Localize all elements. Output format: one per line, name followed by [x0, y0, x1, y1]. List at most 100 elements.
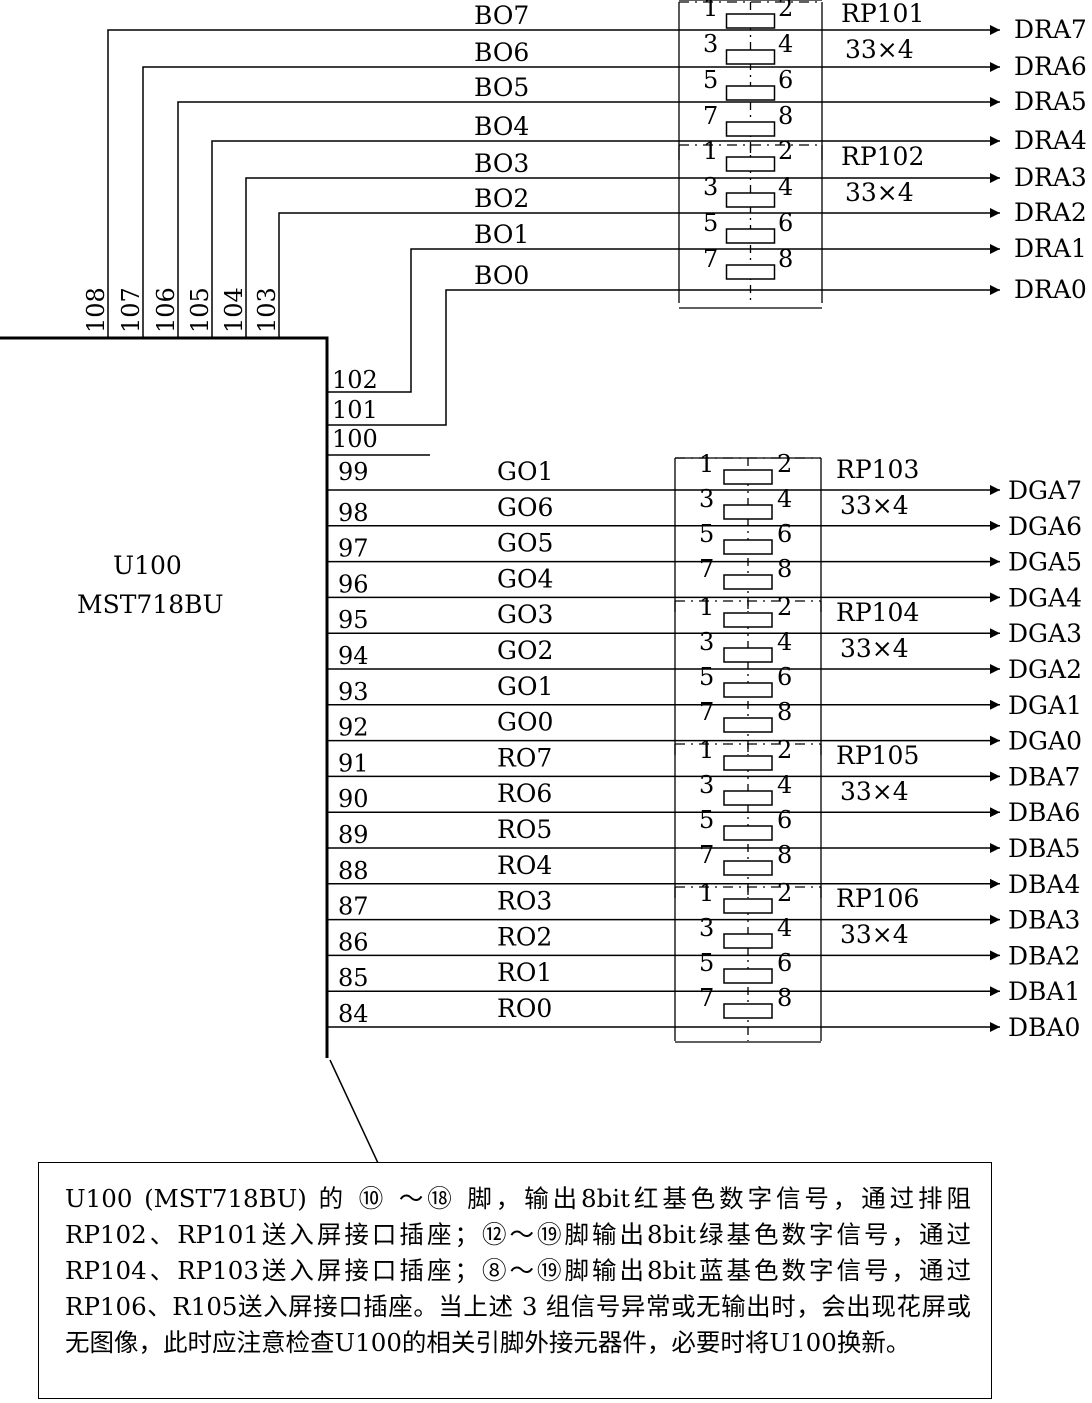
resistor-element: [723, 933, 773, 949]
explanation-note: U100 (MST718BU) 的 ⑩ ～⑱ 脚，输出8bit红基色数字信号，通…: [38, 1162, 992, 1399]
pack-ref-label: RP101: [841, 0, 924, 28]
resistor-element: [725, 264, 776, 280]
output-label: DBA3: [1008, 906, 1080, 935]
pack-pin-number: 8: [778, 102, 793, 130]
pack-pin-number: 1: [703, 137, 718, 165]
pack-pin-number: 6: [777, 663, 792, 691]
signal-label: RO5: [497, 815, 552, 844]
output-label: DBA5: [1008, 834, 1080, 863]
resistor-element: [723, 717, 773, 733]
resistor-element: [725, 156, 776, 172]
pack-pin-number: 5: [699, 949, 714, 977]
pin-number: 94: [338, 642, 369, 670]
signal-label: BO3: [474, 149, 529, 178]
pin-number: 86: [338, 928, 369, 956]
pack-pin-number: 1: [699, 736, 714, 764]
pack-value-label: 33×4: [840, 634, 909, 663]
pin-number: 99: [338, 458, 369, 486]
pack-pin-number: 3: [699, 914, 714, 942]
pack-pin-number: 8: [777, 698, 792, 726]
pack-pin-number: 7: [699, 841, 714, 869]
resistor-element: [725, 85, 776, 101]
pack-ref-label: RP102: [841, 142, 924, 171]
resistor-element: [725, 192, 776, 208]
pack-pin-number: 7: [703, 102, 718, 130]
pack-pin-number: 8: [777, 555, 792, 583]
signal-label: RO6: [497, 779, 552, 808]
signal-wire-bo5: [177, 97, 1000, 338]
signal-label: RO3: [497, 887, 552, 916]
signal-label: GO0: [497, 708, 553, 737]
pack-pin-number: 6: [777, 520, 792, 548]
signal-label: RO1: [497, 958, 552, 987]
pin-number: 95: [338, 606, 369, 634]
output-label: DGA2: [1008, 655, 1082, 684]
resistor-element: [723, 647, 773, 663]
output-label: DRA6: [1014, 52, 1087, 81]
pack-value-label: 33×4: [840, 777, 909, 806]
pin-number: 96: [338, 570, 369, 598]
pin-number: 97: [338, 535, 369, 563]
pack-pin-number: 2: [778, 137, 793, 165]
pack-pin-number: 5: [703, 209, 718, 237]
signal-label: BO6: [474, 38, 529, 67]
output-label: DBA7: [1008, 762, 1080, 791]
signal-wire-bo2: [278, 208, 1000, 338]
pack-value-label: 33×4: [845, 35, 914, 64]
output-label: DBA1: [1008, 977, 1080, 1006]
pin-number: 87: [338, 893, 369, 921]
side-pin-number: 102: [332, 366, 378, 394]
pin-number: 89: [338, 821, 369, 849]
signal-label: GO2: [497, 636, 553, 665]
resistor-element: [723, 898, 773, 914]
chip-model-label: MST718BU: [77, 590, 224, 619]
pack-pin-number: 1: [699, 593, 714, 621]
output-label: DBA0: [1008, 1013, 1080, 1042]
pack-pin-number: 7: [699, 555, 714, 583]
resistor-element: [723, 612, 773, 628]
side-pin-number: 101: [332, 396, 378, 424]
pack-pin-number: 4: [777, 914, 792, 942]
pack-value-label: 33×4: [845, 178, 914, 207]
top-pin-number: 107: [117, 287, 145, 333]
signal-label: BO1: [474, 220, 529, 249]
pack-pin-number: 6: [777, 949, 792, 977]
output-label: DRA2: [1014, 198, 1087, 227]
pack-pin-number: 3: [699, 771, 714, 799]
resistor-element: [725, 13, 776, 29]
pin-number: 88: [338, 857, 369, 885]
side-pin-number: 100: [332, 425, 378, 453]
resistor-element: [723, 825, 773, 841]
top-pin-number: 103: [253, 287, 281, 333]
output-label: DGA6: [1008, 512, 1082, 541]
resistor-element: [723, 574, 773, 590]
pack-pin-number: 3: [699, 485, 714, 513]
output-label: DRA1: [1014, 234, 1087, 263]
pack-pin-number: 3: [703, 30, 718, 58]
output-label: DRA0: [1014, 275, 1087, 304]
signal-label: GO6: [497, 493, 553, 522]
pack-pin-number: 7: [699, 984, 714, 1012]
output-label: DGA7: [1008, 476, 1082, 505]
top-pin-number: 106: [152, 287, 180, 333]
signal-label: GO5: [497, 529, 553, 558]
pack-value-label: 33×4: [840, 491, 909, 520]
signal-label: BO7: [474, 1, 529, 30]
signal-wire-bo0: [327, 285, 1000, 426]
top-pin-number: 105: [186, 287, 214, 333]
signal-label: RO4: [497, 851, 552, 880]
resistor-element: [723, 968, 773, 984]
pack-pin-number: 4: [777, 485, 792, 513]
signal-label: BO2: [474, 184, 529, 213]
pack-pin-number: 2: [777, 593, 792, 621]
callout-line: [329, 1059, 379, 1164]
pack-pin-number: 5: [699, 520, 714, 548]
pin-number: 91: [338, 749, 369, 777]
pack-pin-number: 1: [703, 0, 718, 22]
pin-number: 92: [338, 714, 369, 742]
